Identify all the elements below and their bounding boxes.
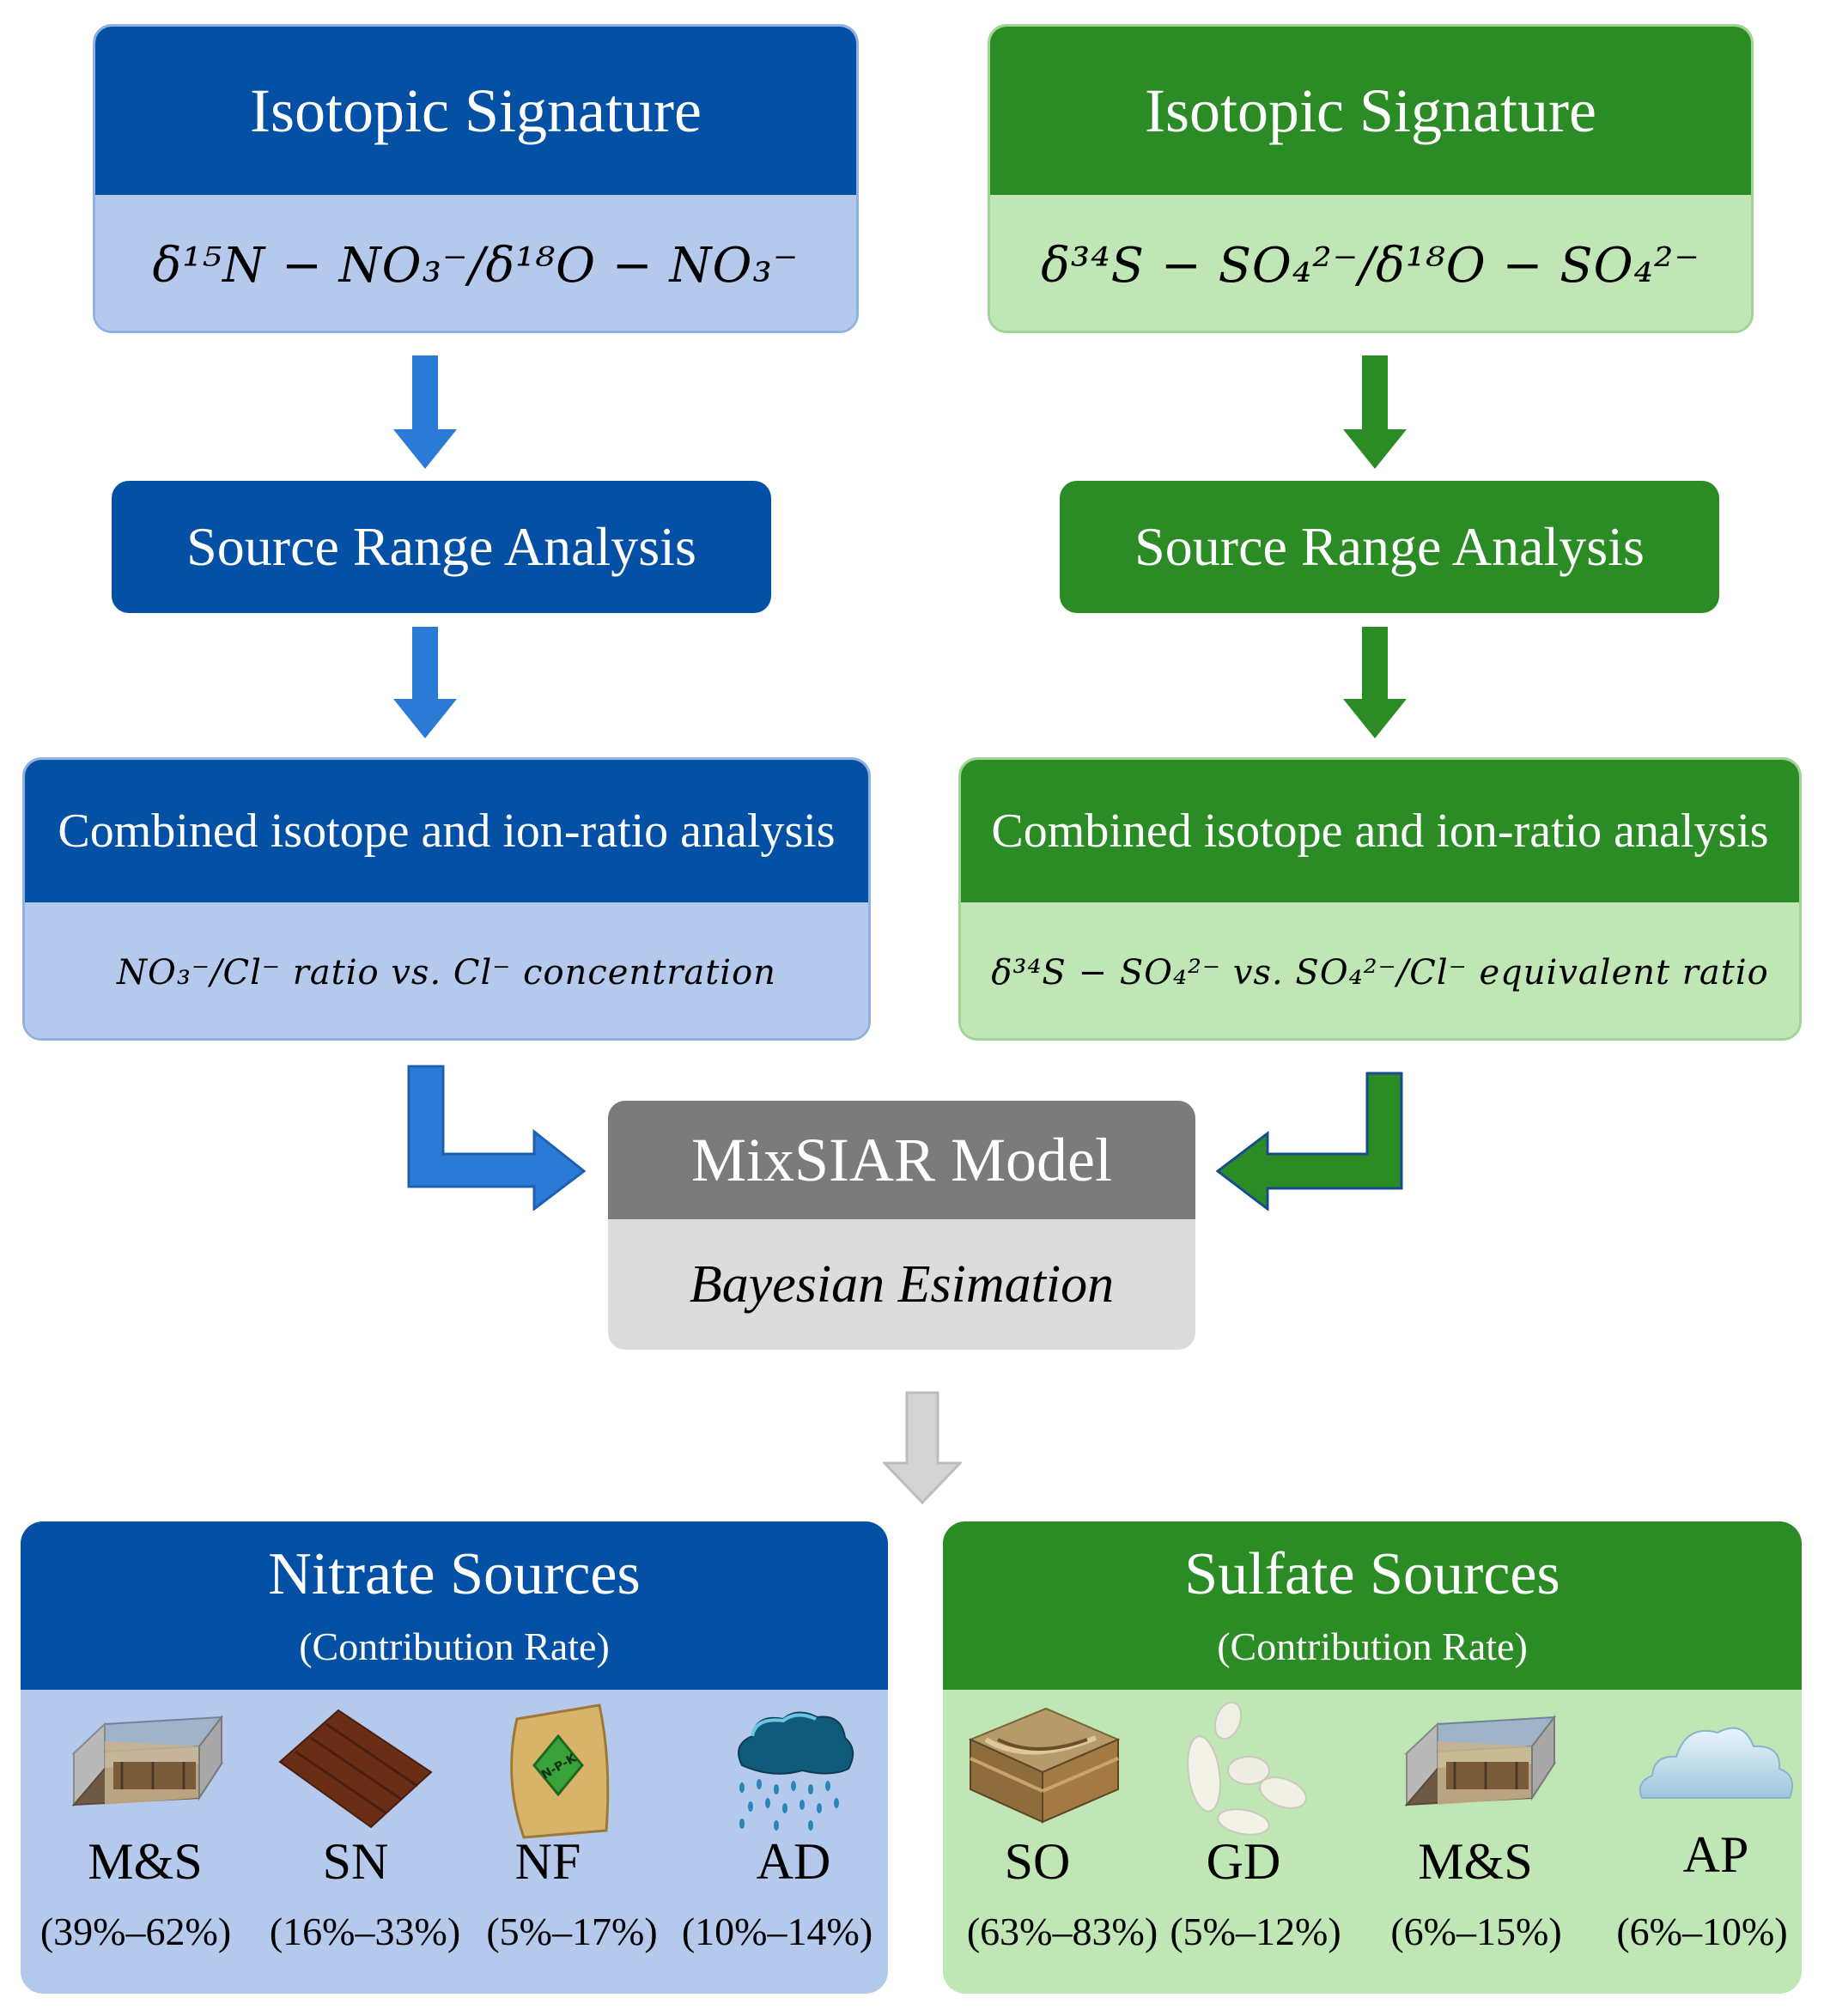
nitrate-sources-subtitle: (Contribution Rate) <box>299 1624 610 1668</box>
soil-layers-icon <box>968 1707 1121 1824</box>
nitrate-combined-formula: NO₃⁻/Cl⁻ ratio vs. Cl⁻ concentration <box>25 902 868 1038</box>
arrow-elbow-nitrate <box>407 1065 587 1211</box>
nitrate-isotopic-title: Isotopic Signature <box>95 27 856 195</box>
arrow-elbow-sulfate <box>1216 1072 1403 1211</box>
model-card: MixSIAR Model Bayesian Esimation <box>608 1101 1195 1350</box>
sulfate-source-label-gd: GD <box>1206 1832 1281 1890</box>
nitrate-isotopic-formula: δ¹⁵N − NO₃⁻/δ¹⁸O − NO₃⁻ <box>95 195 856 331</box>
cloud-icon <box>1639 1727 1793 1799</box>
barn-icon <box>71 1715 224 1807</box>
sulfate-combined-card: Combined isotope and ion-ratio analysis … <box>958 757 1802 1041</box>
arrow-down-model <box>883 1391 962 1504</box>
sulfate-source-label-so: SO <box>1004 1832 1071 1890</box>
nitrate-source-label-sn: SN <box>322 1832 389 1890</box>
rain-cloud-icon <box>738 1711 854 1831</box>
model-title: MixSIAR Model <box>608 1101 1195 1219</box>
arrow-down-sulfate-1 <box>1343 355 1407 469</box>
sulfate-source-rate-ap: (6%–10%) <box>1616 1909 1788 1953</box>
sulfate-source-label-ap: AP <box>1682 1825 1749 1883</box>
sulfate-sources-title: Sulfate Sources <box>1184 1541 1560 1607</box>
nitrate-source-rate-nf: (5%–17%) <box>486 1909 658 1953</box>
nitrate-combined-title: Combined isotope and ion-ratio analysis <box>25 760 868 902</box>
gypsum-pebbles-icon <box>1187 1701 1307 1836</box>
nitrate-source-rate-ms: (39%–62%) <box>40 1909 232 1953</box>
arrow-down-nitrate-2 <box>393 627 457 738</box>
nitrate-sources-title: Nitrate Sources <box>268 1541 641 1607</box>
nitrate-source-rate-sn: (16%–33%) <box>269 1909 461 1953</box>
nitrate-source-range-box: Source Range Analysis <box>112 481 771 613</box>
sulfate-source-range-box: Source Range Analysis <box>1060 481 1719 613</box>
sulfate-isotopic-title: Isotopic Signature <box>990 27 1751 195</box>
model-subtitle: Bayesian Esimation <box>608 1219 1195 1350</box>
nitrate-source-label-ms: M&S <box>88 1832 203 1890</box>
arrow-down-sulfate-2 <box>1343 627 1407 738</box>
nitrate-source-label-ad: AD <box>756 1832 831 1890</box>
sulfate-sources-subtitle: (Contribution Rate) <box>1217 1624 1528 1668</box>
soil-icon <box>278 1709 433 1829</box>
sulfate-sources-card: Sulfate Sources (Contribution Rate) SO (… <box>943 1521 1802 1994</box>
sulfate-source-rate-ms: (6%–15%) <box>1390 1909 1562 1953</box>
nitrate-sources-card: Nitrate Sources (Contribution Rate) M&S … <box>21 1521 888 1994</box>
nitrate-sources-header: Nitrate Sources (Contribution Rate) <box>21 1521 888 1690</box>
sulfate-combined-title: Combined isotope and ion-ratio analysis <box>961 760 1799 902</box>
sulfate-sources-header: Sulfate Sources (Contribution Rate) <box>943 1521 1802 1690</box>
barn-icon <box>1404 1715 1557 1807</box>
sulfate-isotopic-card: Isotopic Signature δ³⁴S − SO₄²⁻/δ¹⁸O − S… <box>988 24 1754 333</box>
sulfate-source-label-ms: M&S <box>1418 1832 1533 1890</box>
sulfate-source-rate-so: (63%–83%) <box>966 1909 1158 1953</box>
nitrate-isotopic-card: Isotopic Signature δ¹⁵N − NO₃⁻/δ¹⁸O − NO… <box>93 24 859 333</box>
fertilizer-bag-icon: N-P-K <box>510 1703 610 1839</box>
nitrate-source-label-nf: NF <box>514 1832 581 1890</box>
nitrate-source-rate-ad: (10%–14%) <box>681 1909 873 1953</box>
sulfate-source-rate-gd: (5%–12%) <box>1170 1909 1341 1953</box>
nitrate-combined-card: Combined isotope and ion-ratio analysis … <box>22 757 871 1041</box>
sulfate-isotopic-formula: δ³⁴S − SO₄²⁻/δ¹⁸O − SO₄²⁻ <box>990 195 1751 331</box>
sulfate-combined-formula: δ³⁴S − SO₄²⁻ vs. SO₄²⁻/Cl⁻ equivalent ra… <box>961 902 1799 1038</box>
arrow-down-nitrate-1 <box>393 355 457 469</box>
